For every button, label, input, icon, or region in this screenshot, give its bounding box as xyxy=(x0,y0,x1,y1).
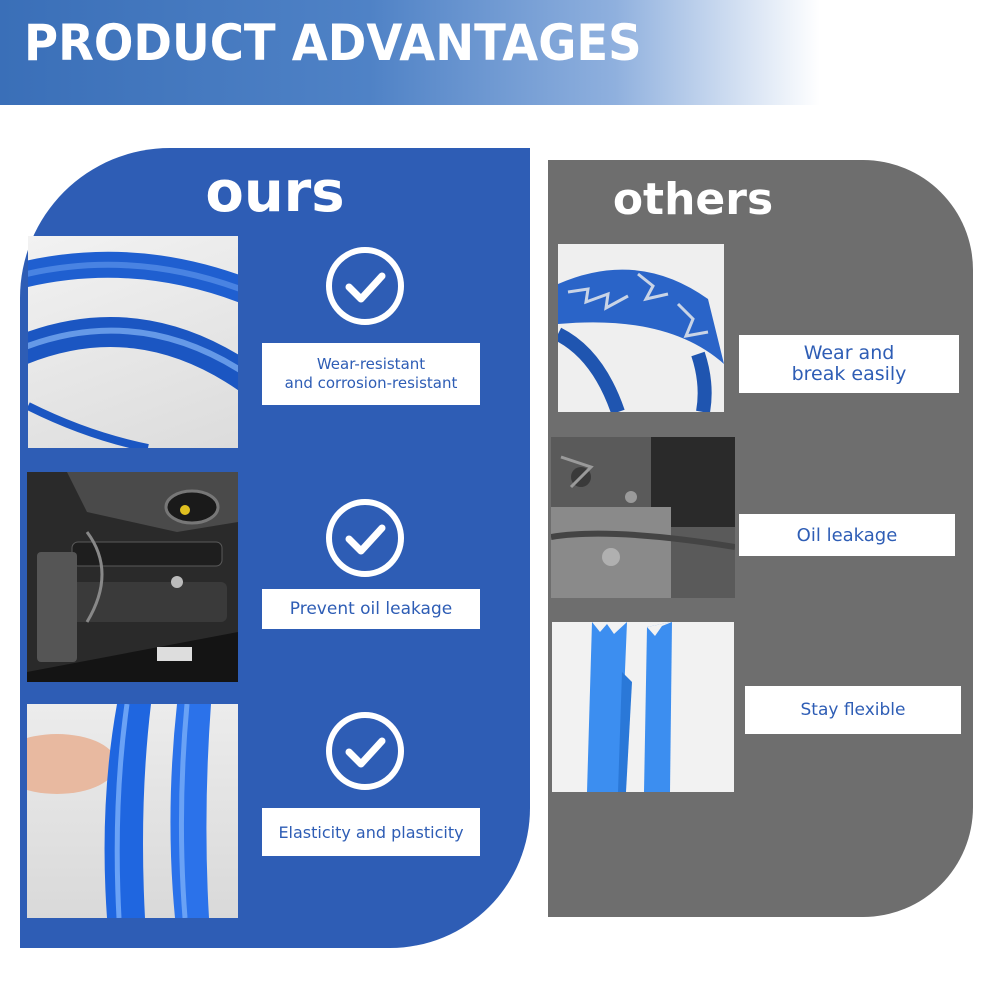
checkmark-icon xyxy=(325,498,405,578)
cracked-gasket-ring-photo xyxy=(558,244,724,412)
others-heading: others xyxy=(612,174,774,225)
issue-label-line: Wear and xyxy=(803,342,895,364)
engine-bay-photo xyxy=(27,472,238,682)
ours-heading: ours xyxy=(205,160,345,225)
feature-label-line: and corrosion-resistant xyxy=(284,374,458,392)
torn-blue-strip-photo xyxy=(552,622,734,792)
feature-label-elasticity: Elasticity and plasticity xyxy=(262,808,480,856)
oil-leaking-engine-photo xyxy=(551,437,735,598)
feature-label-wear-resistant: Wear-resistant and corrosion-resistant xyxy=(262,343,480,405)
issue-label-stay-flexible: Stay flexible xyxy=(745,686,961,734)
others-panel: others Wear and break easily Oil leakage xyxy=(548,160,973,917)
issue-label-wear-break: Wear and break easily xyxy=(739,335,959,393)
page-title: PRODUCT ADVANTAGES xyxy=(24,14,642,72)
issue-label-line: break easily xyxy=(791,363,907,385)
issue-label-oil-leakage: Oil leakage xyxy=(739,514,955,556)
flexible-blue-strip-photo xyxy=(27,704,238,918)
blue-gasket-ring-photo xyxy=(28,236,238,448)
ours-panel: ours Wear-resistant and corrosion-resist… xyxy=(20,148,530,948)
feature-label-prevent-oil-leakage: Prevent oil leakage xyxy=(262,589,480,629)
checkmark-icon xyxy=(325,711,405,791)
header-banner: PRODUCT ADVANTAGES xyxy=(0,0,820,105)
feature-label-line: Wear-resistant xyxy=(316,355,426,373)
checkmark-icon xyxy=(325,246,405,326)
